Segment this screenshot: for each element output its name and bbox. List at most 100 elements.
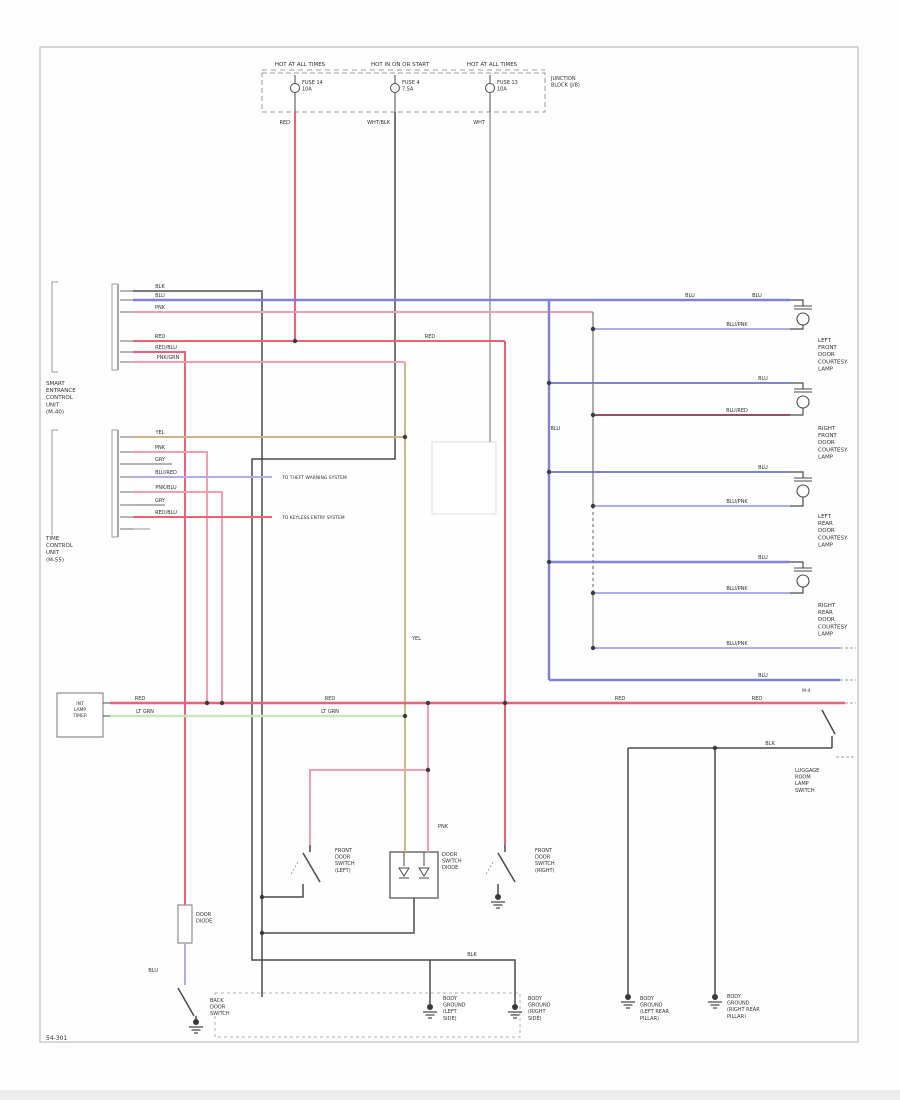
yel-row-label: YEL	[155, 430, 165, 436]
lamp-left-front-door-contact-bars	[794, 305, 812, 310]
ground-back-door-icon	[189, 1026, 203, 1034]
red-feed-label-3: RED	[615, 696, 626, 702]
bcm-connector-bracket	[111, 283, 118, 371]
lamp4-feed-label: BLU	[758, 555, 768, 561]
lamp3-feed-label: BLU	[758, 465, 768, 471]
junction-dot-1	[292, 338, 298, 344]
bcm-redblu-row	[133, 351, 186, 905]
lamp-left-rear-door-feed-link	[790, 471, 804, 478]
bridge-label: BLK	[467, 952, 477, 958]
lamp2-return-label: BLU/RED	[726, 408, 748, 414]
luggage-switch-blade	[821, 709, 836, 735]
ground-back-door-dot	[193, 1019, 199, 1025]
ground-left-kick-dot	[427, 1004, 433, 1010]
ltgrn-label-1: LT GRN	[136, 709, 154, 715]
fuse-13-loop	[485, 83, 495, 93]
theft-system-label: TO THEFT WARNING SYSTEM	[281, 475, 347, 481]
junction-dot-13	[590, 412, 596, 418]
tcu-redblu-label: RED/BLU	[155, 510, 177, 516]
ground-right-rear-pillar-dot	[712, 994, 718, 1000]
right-door-switch-dash	[484, 861, 494, 877]
diode-symbol-right	[418, 867, 430, 879]
diagram-code: 54-301	[46, 1035, 67, 1042]
junction-dot-4	[204, 700, 210, 706]
junction-dot-12	[590, 326, 596, 332]
red-feed-label-2: RED	[325, 696, 336, 702]
lamp-right-front-door-feed-link	[790, 382, 804, 389]
lamp1-feed-label: BLU	[752, 293, 762, 299]
ground-bridge	[429, 959, 516, 1005]
lamp-timer-box	[56, 692, 104, 738]
junction-dot-14	[590, 503, 596, 509]
tcu-pnk-label: PNK	[155, 445, 166, 451]
v1-label: BLU	[550, 426, 560, 432]
junction-dot-17	[259, 894, 265, 900]
tcu-outline-bracket	[51, 429, 58, 538]
junction-dot-6	[425, 700, 431, 706]
red-feed-label-1: RED	[135, 696, 146, 702]
lamp1-return-label: BLU/PNK	[726, 322, 748, 328]
tcu-gry2-label: GRY	[155, 498, 166, 504]
ground-left-rear-pillar-icon	[621, 1001, 635, 1009]
ground-right-door-case-icon	[491, 901, 505, 909]
tan-vertical-label: YEL	[411, 636, 421, 642]
bcm-blk-row	[133, 290, 263, 997]
junction-block-box	[261, 72, 546, 113]
fuse1-wire-label: RED	[280, 120, 291, 126]
aux-connector-label: M-4	[802, 688, 811, 694]
fuse3-wire-label: WHT	[473, 120, 486, 126]
junction-dot-7	[502, 700, 508, 706]
diode-symbol-left	[398, 867, 410, 879]
blu-row-label-2: BLU	[685, 293, 695, 299]
redblu-row-label: RED/BLU	[155, 345, 177, 351]
right-door-switch-blade	[497, 852, 516, 883]
scan-edge-band	[0, 1090, 900, 1100]
lamp-right-rear-door-contact-bars	[794, 567, 812, 572]
door-jamb-dashed-box	[214, 992, 521, 1038]
left-door-switch-out	[262, 884, 304, 898]
ground-left-rear-pillar-dot	[625, 994, 631, 1000]
junction-dot-18	[259, 930, 265, 936]
back-door-diode-box	[177, 904, 193, 944]
junction-dot-9	[546, 380, 552, 386]
back-switch-blade	[177, 987, 195, 1017]
pnk-branch-label: PNK	[438, 824, 449, 830]
junction-dot-10	[546, 469, 552, 475]
ltgrn-label-2: LT GRN	[321, 709, 339, 715]
aux-feed-label: BLU	[758, 673, 768, 679]
tcu-connector-bracket	[111, 429, 118, 538]
hot-label-1: HOT AT ALL TIMES	[275, 62, 326, 68]
junction-dot-3	[402, 713, 408, 719]
pnk-row-label: PNK	[155, 305, 166, 311]
junction-dot-8	[425, 767, 431, 773]
aux-return-label: BLU/PNK	[726, 641, 748, 647]
junction-dot-5	[219, 700, 225, 706]
lamp2-feed-label: BLU	[758, 376, 768, 382]
lamp-right-front-door-return-link	[790, 408, 804, 416]
fuse2-wire-label: WHT/BLK	[367, 120, 391, 126]
red-feed-label-4: RED	[752, 696, 763, 702]
keyless-system-label: TO KEYLESS ENTRY SYSTEM	[281, 515, 345, 521]
hidden-module-box	[431, 441, 497, 515]
red-row-label: RED	[155, 334, 166, 340]
door-diode-box	[389, 851, 439, 899]
fuse-14-loop	[290, 83, 300, 93]
bcm-outline-bracket	[51, 281, 58, 373]
rear-bus-label: BLK	[765, 741, 775, 747]
ground-right-kick-icon	[508, 1011, 522, 1019]
